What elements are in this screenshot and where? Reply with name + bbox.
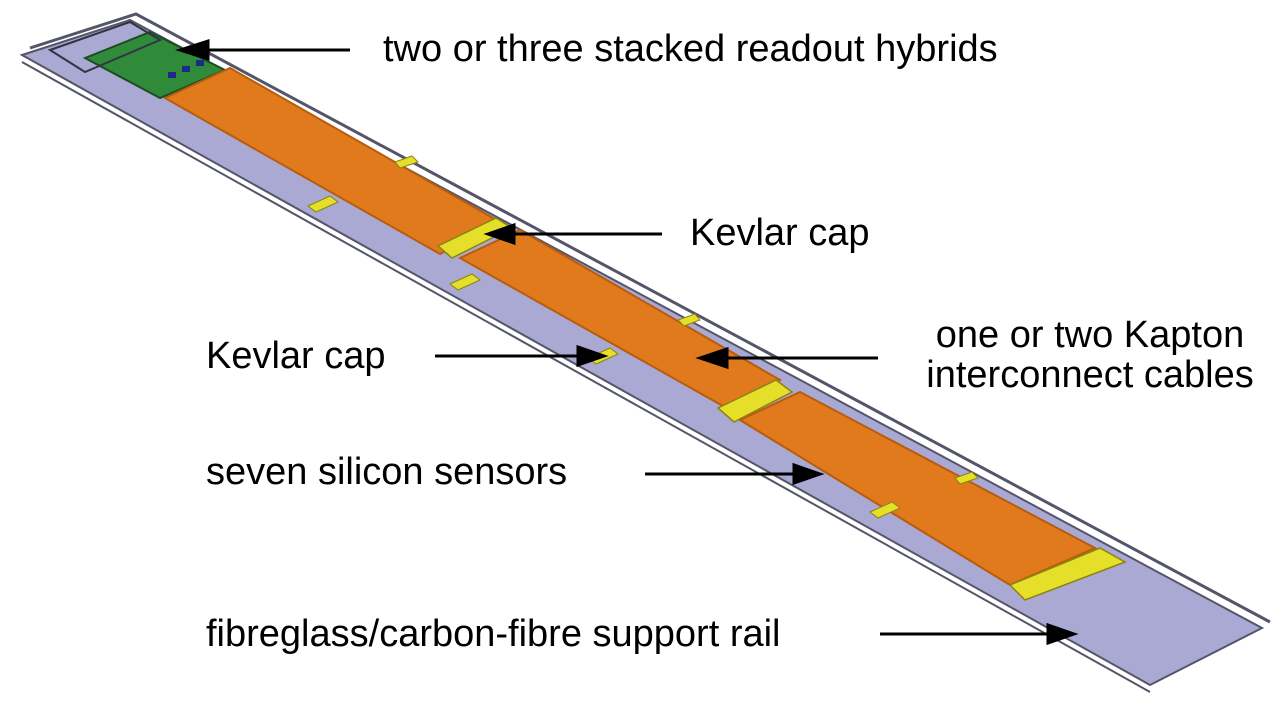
label-kevlar-cap-top: Kevlar cap xyxy=(690,212,870,254)
label-kapton-line1: one or two Kapton xyxy=(935,314,1245,356)
label-silicon-sensors: seven silicon sensors xyxy=(206,451,568,493)
label-kevlar-cap-left: Kevlar cap xyxy=(206,335,386,377)
label-support-rail: fibreglass/carbon-fibre support rail xyxy=(206,613,781,655)
hybrid-chip xyxy=(196,60,204,66)
arrows xyxy=(175,38,1079,646)
rail-edge-top xyxy=(29,12,1271,624)
kevlar-cap-2 xyxy=(716,379,794,423)
kevlar-cap-3 xyxy=(1008,547,1127,601)
hybrid-frame xyxy=(47,20,163,74)
label-kapton-line2: interconnect cables xyxy=(926,353,1254,396)
label-readout-hybrids: two or three stacked readout hybrids xyxy=(383,28,998,70)
hybrid-chip xyxy=(168,72,176,78)
label-kapton-cables: one or two Kapton interconnect cables xyxy=(905,314,1275,396)
rail-edge-bottom xyxy=(21,61,1151,693)
kapton-cable-3 xyxy=(737,390,1098,587)
hybrid-chip xyxy=(182,66,190,72)
